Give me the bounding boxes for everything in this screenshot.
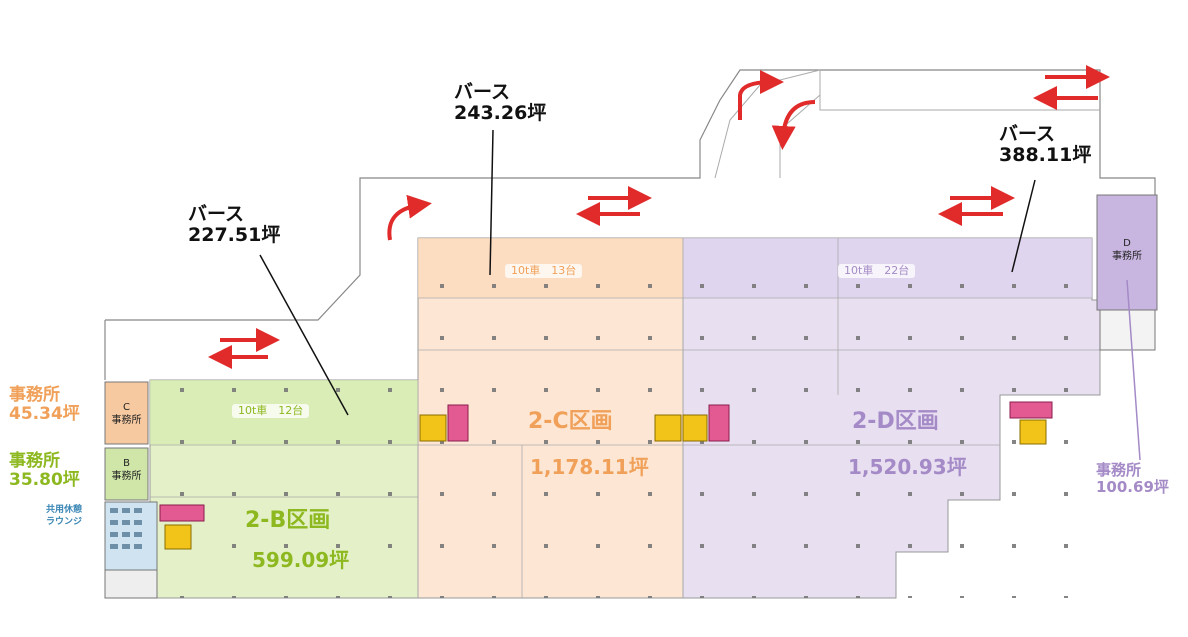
arrow-turn-3 <box>771 100 816 150</box>
lounge-seats <box>110 508 142 549</box>
berth-d-title: バース <box>999 123 1056 145</box>
office-c-side-size: 45.34坪 <box>9 403 80 424</box>
office-c-letter: C <box>123 402 130 413</box>
arrow-turn-2 <box>738 70 784 120</box>
office-c-box <box>104 381 149 445</box>
office-c-label: 事務所 <box>111 414 142 426</box>
office-b-side: 事務所 35.80坪 <box>9 452 80 489</box>
lounge-line2: ラウンジ <box>46 516 83 527</box>
area-c-size: 1,178.11坪 <box>530 455 649 479</box>
office-c-side: 事務所 45.34坪 <box>9 386 80 423</box>
berth-d-label: バース 388.11坪 <box>999 124 1091 166</box>
office-b-tag: B 事務所 <box>106 458 147 483</box>
office-d-side-title: 事務所 <box>1096 461 1142 479</box>
lounge-line1: 共用休憩 <box>46 505 83 515</box>
office-b-label: 事務所 <box>111 470 142 482</box>
berth-d-size: 388.11坪 <box>999 143 1092 166</box>
dock-lift-b1 <box>159 504 205 522</box>
office-c-tag: C 事務所 <box>106 402 147 427</box>
arrow-turn-1 <box>387 194 432 241</box>
area-d-name: 2-D区画 <box>852 409 939 434</box>
area-c-truck: 10t車 13台 <box>505 264 583 279</box>
office-d-tag: D 事務所 <box>1097 238 1157 263</box>
dock-lift-c1 <box>419 414 447 442</box>
traffic-arrows <box>208 65 1110 369</box>
area-c-name: 2-C区画 <box>528 409 613 434</box>
berth-b-title: バース <box>188 203 245 225</box>
dock-lift-d1 <box>1009 401 1053 419</box>
office-d-label: 事務所 <box>1112 250 1142 262</box>
area-b-truck: 10t車 12台 <box>232 404 310 419</box>
stair-block <box>104 569 158 599</box>
yard-outline <box>105 69 1156 321</box>
office-d-side-size: 100.69坪 <box>1096 477 1169 496</box>
callouts <box>259 129 1036 416</box>
office-d-core <box>1099 309 1156 351</box>
berth-c-size: 243.26坪 <box>454 101 547 124</box>
office-c-side-title: 事務所 <box>9 385 60 405</box>
lounge-label: 共用休憩 ラウンジ <box>46 505 82 528</box>
area-b-size: 599.09坪 <box>252 548 350 572</box>
office-d-box <box>1096 194 1158 311</box>
office-b-side-size: 35.80坪 <box>9 469 80 490</box>
berth-b-size: 227.51坪 <box>188 223 281 246</box>
office-b-letter: B <box>123 458 130 469</box>
dock-lift-c4 <box>682 414 708 442</box>
area-b-name: 2-B区画 <box>245 508 331 533</box>
area-d-size: 1,520.93坪 <box>848 455 967 479</box>
berth-b-label: バース 227.51坪 <box>188 204 280 246</box>
berth-c-title: バース <box>454 81 511 103</box>
office-d-letter: D <box>1123 238 1131 249</box>
dock-lift-d2 <box>1019 419 1047 445</box>
dock-lift-b2 <box>164 524 192 550</box>
dock-lift-c2 <box>447 404 469 442</box>
area-d-truck: 10t車 22台 <box>838 264 916 279</box>
dock-lift-c5 <box>708 404 730 442</box>
office-d-callout <box>1126 279 1141 461</box>
docks <box>159 401 1053 550</box>
office-b-box <box>104 447 149 501</box>
office-b-side-title: 事務所 <box>9 451 60 471</box>
dock-lift-c3 <box>654 414 682 442</box>
office-d-side: 事務所 100.69坪 <box>1096 462 1169 495</box>
berth-c-label: バース 243.26坪 <box>454 82 546 124</box>
